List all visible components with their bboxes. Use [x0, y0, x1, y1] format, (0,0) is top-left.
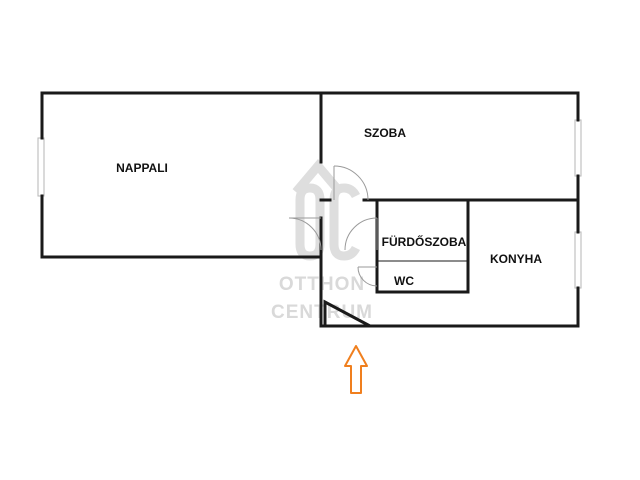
- walls: [40, 91, 580, 328]
- watermark-logo-icon: [292, 159, 361, 261]
- window-konyha: [574, 231, 582, 289]
- entrance-triangle: [323, 299, 371, 328]
- doors: [288, 165, 378, 287]
- room-label-szoba: SZOBA: [364, 126, 406, 140]
- room-label-konyha: KONYHA: [490, 252, 542, 266]
- room-label-wc: WC: [394, 274, 414, 288]
- room-label-furdoszoba: FÜRDŐSZOBA: [382, 234, 467, 249]
- entrance-arrow-icon: [344, 345, 368, 394]
- room-label-nappali: NAPPALI: [116, 161, 168, 175]
- window-nappali: [37, 137, 45, 197]
- window-szoba: [574, 119, 582, 177]
